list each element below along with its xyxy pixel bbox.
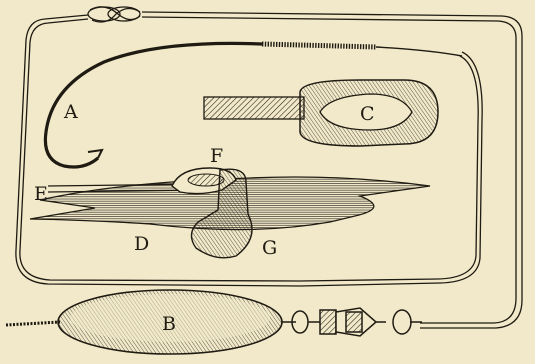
- line-loop: [16, 12, 522, 328]
- swivel: [282, 308, 422, 336]
- label-a: A: [63, 101, 78, 123]
- plummet: [6, 290, 282, 354]
- label-d: D: [134, 233, 149, 255]
- knot: [88, 7, 140, 22]
- lead-weight: [204, 80, 438, 146]
- label-e: E: [34, 183, 48, 205]
- label-c: C: [360, 103, 375, 125]
- label-b: B: [162, 313, 176, 335]
- label-g: G: [262, 237, 277, 259]
- label-f: F: [210, 145, 223, 167]
